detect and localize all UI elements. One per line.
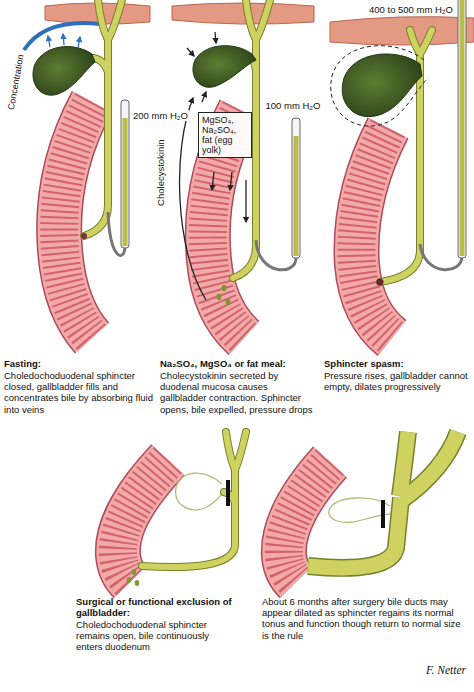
- signature: F. Netter: [426, 664, 466, 678]
- fasting-panel: [24, 0, 150, 338]
- caption-text: Cholecystokinin secreted by duodenal muc…: [160, 370, 316, 415]
- caption-text: Pressure rises, gallbladder cannot empty…: [324, 370, 470, 392]
- concentration-label: Concentration: [6, 53, 26, 110]
- spasm-panel: [330, 0, 474, 338]
- caption-heading: Fasting:: [4, 358, 154, 369]
- exclusion-panel: [118, 432, 246, 586]
- pressure-label: 400 to 500 mm H₂O: [368, 4, 454, 15]
- caption-heading: Surgical or functional exclusion of gall…: [76, 596, 234, 618]
- box-text: MgSO₄, Na₂SO₄, fat (egg yolk): [202, 115, 248, 155]
- caption-text: Choledochoduodenal sphincter remains ope…: [76, 619, 234, 653]
- postop-panel: [284, 432, 458, 582]
- pressure-label: 100 mm H₂O: [265, 100, 322, 111]
- substance-box: MgSO₄, Na₂SO₄, fat (egg yolk): [198, 112, 252, 158]
- caption-heading: Na₂SO₄, MgSO₄ or fat meal:: [160, 358, 316, 369]
- pressure-label: 200 mm H₂O: [132, 110, 189, 121]
- caption-heading: Sphincter spasm:: [324, 358, 470, 369]
- caption-text: Choledochoduodenal sphincter closed, gal…: [4, 370, 154, 415]
- caption-text: About 6 months after surgery bile ducts …: [262, 596, 467, 641]
- hormone-label: Cholecystokinin: [154, 138, 165, 207]
- meal-panel: [172, 0, 314, 338]
